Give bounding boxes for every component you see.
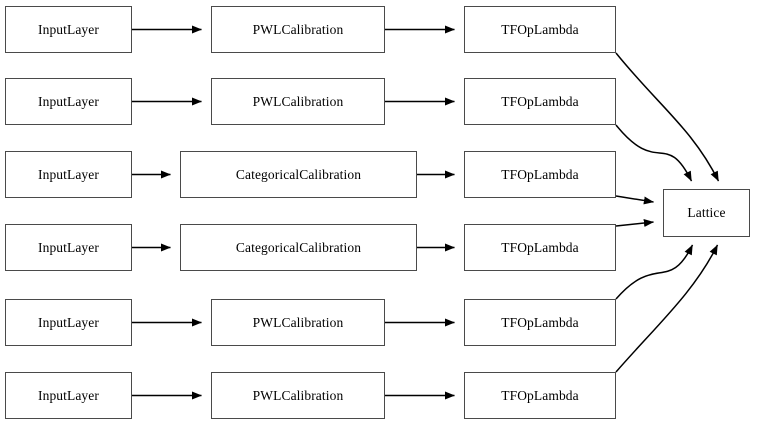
edge-lambda-to-lattice-row-0 <box>615 52 720 182</box>
node-calibration-row-3-label: CategoricalCalibration <box>235 239 362 255</box>
node-input-row-1-label: InputLayer <box>38 93 99 109</box>
node-lambda-row-1-label: TFOpLambda <box>501 93 579 109</box>
node-input-row-4[interactable]: InputLayer <box>5 299 132 346</box>
node-input-row-3-label: InputLayer <box>38 239 99 255</box>
node-input-row-5[interactable]: InputLayer <box>5 372 132 419</box>
node-calibration-row-5-label: PWLCalibration <box>252 387 344 403</box>
node-calibration-row-0[interactable]: PWLCalibration <box>211 6 385 53</box>
node-calibration-row-1[interactable]: PWLCalibration <box>211 78 385 125</box>
node-lambda-row-2[interactable]: TFOpLambda <box>464 151 616 198</box>
node-lambda-row-0-label: TFOpLambda <box>501 21 579 37</box>
node-lattice-label: Lattice <box>687 205 726 221</box>
edge-lambda-to-lattice-row-4 <box>615 244 694 300</box>
node-input-row-4-label: InputLayer <box>38 314 99 330</box>
edge-lambda-to-lattice-row-2 <box>615 195 654 205</box>
node-calibration-row-0-label: PWLCalibration <box>252 21 344 37</box>
node-input-row-2[interactable]: InputLayer <box>5 151 132 198</box>
node-calibration-row-5[interactable]: PWLCalibration <box>211 372 385 419</box>
node-lambda-row-4[interactable]: TFOpLambda <box>464 299 616 346</box>
node-input-row-5-label: InputLayer <box>38 387 99 403</box>
node-lambda-row-2-label: TFOpLambda <box>501 166 579 182</box>
node-lambda-row-1[interactable]: TFOpLambda <box>464 78 616 125</box>
node-lambda-row-0[interactable]: TFOpLambda <box>464 6 616 53</box>
node-calibration-row-2-label: CategoricalCalibration <box>235 166 362 182</box>
edge-lambda-to-lattice-row-3 <box>615 219 654 227</box>
node-lambda-row-3-label: TFOpLambda <box>501 239 579 255</box>
node-calibration-row-3[interactable]: CategoricalCalibration <box>180 224 417 271</box>
node-lambda-row-5-label: TFOpLambda <box>501 387 579 403</box>
node-calibration-row-1-label: PWLCalibration <box>252 93 344 109</box>
node-input-row-0[interactable]: InputLayer <box>5 6 132 53</box>
node-input-row-0-label: InputLayer <box>38 21 99 37</box>
node-calibration-row-2[interactable]: CategoricalCalibration <box>180 151 417 198</box>
edge-lambda-to-lattice-row-1 <box>615 124 693 182</box>
node-input-row-1[interactable]: InputLayer <box>5 78 132 125</box>
node-input-row-3[interactable]: InputLayer <box>5 224 132 271</box>
node-lattice[interactable]: Lattice <box>663 189 750 237</box>
node-lambda-row-4-label: TFOpLambda <box>501 314 579 330</box>
node-calibration-row-4[interactable]: PWLCalibration <box>211 299 385 346</box>
edge-lambda-to-lattice-row-5 <box>615 244 719 373</box>
node-calibration-row-4-label: PWLCalibration <box>252 314 344 330</box>
node-lambda-row-5[interactable]: TFOpLambda <box>464 372 616 419</box>
node-lambda-row-3[interactable]: TFOpLambda <box>464 224 616 271</box>
node-input-row-2-label: InputLayer <box>38 166 99 182</box>
